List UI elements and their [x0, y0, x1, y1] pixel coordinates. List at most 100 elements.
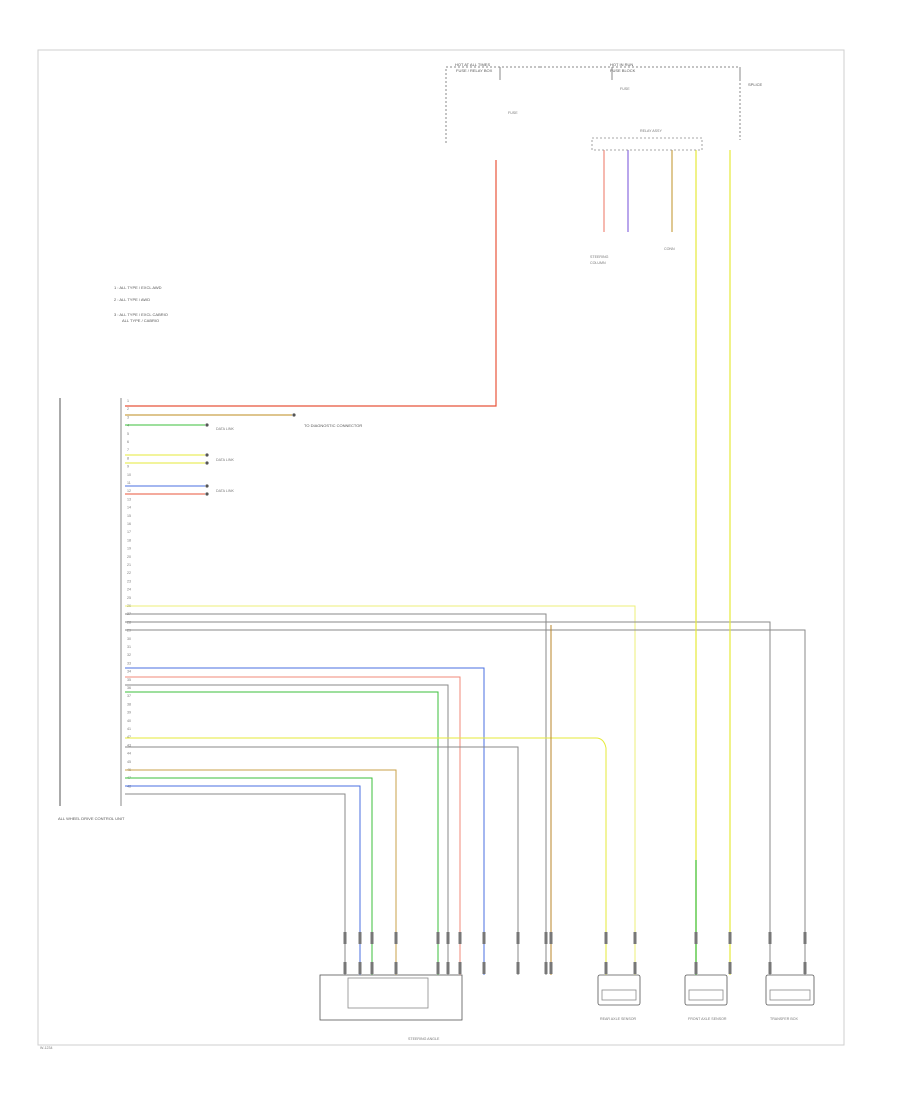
connector-tick — [544, 932, 548, 944]
pin-number: 34 — [127, 670, 131, 674]
connector-tick — [728, 962, 732, 974]
pin-number: 15 — [127, 514, 131, 518]
svg-text:STEERING: STEERING — [590, 255, 609, 259]
data-link-2-label: DATA LINK — [216, 458, 234, 462]
pin-number: 5 — [127, 432, 129, 436]
wire-red-power — [125, 160, 497, 407]
pin-number: 8 — [127, 456, 129, 460]
main-module-label: ALL WHEEL DRIVE CONTROL UNIT — [58, 816, 125, 821]
pin-number: 3 — [127, 415, 129, 419]
svg-text:CONN: CONN — [664, 247, 675, 251]
pin-number: 31 — [127, 645, 131, 649]
pin-number: 22 — [127, 571, 131, 575]
pin-number: 33 — [127, 661, 131, 665]
wire-green-down — [125, 777, 373, 975]
wire-gray-mid — [125, 746, 519, 975]
connector-tick — [694, 962, 698, 974]
wire-blue-lower — [125, 667, 485, 975]
connector-tick — [482, 962, 486, 974]
data-link-1-label: DATA LINK — [216, 427, 234, 431]
wires: TO DIAGNOSTIC CONNECTOR DATA LINK DATA L… — [125, 150, 806, 975]
connector-tick — [370, 962, 374, 974]
svg-text:RELAY ASSY: RELAY ASSY — [640, 129, 662, 133]
svg-text:FUSE: FUSE — [508, 111, 518, 115]
wire-light-yellow-long — [125, 605, 636, 975]
component-2: FRONT AXLE SENSOR — [684, 974, 728, 1021]
steering-angle-box: STEERING ANGLE — [319, 974, 463, 1041]
connector-tick — [446, 932, 450, 944]
notes-legend: 1 : ALL TYPE / EXCL AWD 2 : ALL TYPE / A… — [114, 285, 168, 323]
top-connector-b-label: HOT IN RUN — [610, 62, 633, 67]
note-4: ALL TYPE / CABRIO — [122, 318, 159, 323]
connector-tick — [549, 932, 553, 944]
pin-number: 36 — [127, 686, 131, 690]
pin-number: 2 — [127, 407, 129, 411]
pin-number: 9 — [127, 465, 129, 469]
connector-tick — [394, 932, 398, 944]
component-1-label: REAR AXLE SENSOR — [600, 1017, 637, 1021]
data-link-3-label: DATA LINK — [216, 489, 234, 493]
component-3: TRANSFER BOX — [765, 974, 815, 1021]
wire-gray-2 — [125, 621, 771, 975]
pin-number: 29 — [127, 629, 131, 633]
pin-number: 24 — [127, 588, 131, 592]
wire-green-lower — [125, 691, 439, 975]
connector-tick — [633, 932, 637, 944]
wire-gray-3 — [125, 629, 806, 975]
pin-number: 1 — [127, 399, 129, 403]
pin-number: 19 — [127, 547, 131, 551]
connector-tick — [604, 962, 608, 974]
pin-number: 44 — [127, 752, 131, 756]
wire-pink-lower — [125, 676, 461, 975]
pin-number: 10 — [127, 473, 131, 477]
relay-box: STEERING COLUMN CONN — [590, 137, 703, 265]
wire-blue-down — [125, 785, 361, 975]
bottom-tag: W-1234 — [40, 1046, 53, 1050]
connector-tick — [436, 932, 440, 944]
connector-tick — [394, 962, 398, 974]
pin-number: 37 — [127, 694, 131, 698]
diagram-frame — [37, 49, 845, 1046]
pin-number: 40 — [127, 719, 131, 723]
svg-text:COLUMN: COLUMN — [590, 261, 606, 265]
pin-number: 23 — [127, 579, 131, 583]
top-connector-c-label: SPLICE — [748, 82, 763, 87]
top-connector-a-sub-label: FUSE / RELAY BOX — [456, 68, 493, 73]
pin-number: 25 — [127, 596, 131, 600]
pin-number: 4 — [127, 424, 129, 428]
connector-tick — [633, 962, 637, 974]
component-3-label: TRANSFER BOX — [770, 1017, 799, 1021]
connector-tick — [436, 962, 440, 974]
pin-number: 45 — [127, 760, 131, 764]
pin-number: 16 — [127, 522, 131, 526]
pin-numbers: 1234567891011121314151617181920212223242… — [127, 399, 131, 788]
pin-number: 11 — [127, 481, 131, 485]
top-connector-boxes: HOT AT ALL TIMES FUSE / RELAY BOX HOT IN… — [445, 62, 763, 143]
connector-tick — [482, 932, 486, 944]
pin-number: 21 — [127, 563, 131, 567]
connector-tick — [458, 962, 462, 974]
wire-gray-1 — [125, 613, 547, 975]
connector-tick — [694, 932, 698, 944]
pin-number: 14 — [127, 506, 131, 510]
pin-number: 35 — [127, 678, 131, 682]
connector-tick — [358, 932, 362, 944]
connector-tick — [358, 962, 362, 974]
pin-number: 30 — [127, 637, 131, 641]
connector-tick — [343, 962, 347, 974]
pin-number: 39 — [127, 711, 131, 715]
component-1: REAR AXLE SENSOR — [597, 974, 641, 1021]
wire-orange-down — [125, 769, 397, 975]
connector-tick — [768, 932, 772, 944]
wire-yellow-curve — [125, 737, 607, 975]
svg-text:FUSE: FUSE — [620, 87, 630, 91]
note-3: 3 : ALL TYPE / EXCL CABRIO — [114, 312, 168, 317]
note-2: 2 : ALL TYPE / AWD — [114, 297, 150, 302]
connector-tick — [728, 932, 732, 944]
pin-number: 41 — [127, 727, 131, 731]
connector-ticks — [343, 932, 807, 974]
pin-number: 13 — [127, 497, 131, 501]
pin-number: 7 — [127, 448, 129, 452]
connector-tick — [370, 932, 374, 944]
